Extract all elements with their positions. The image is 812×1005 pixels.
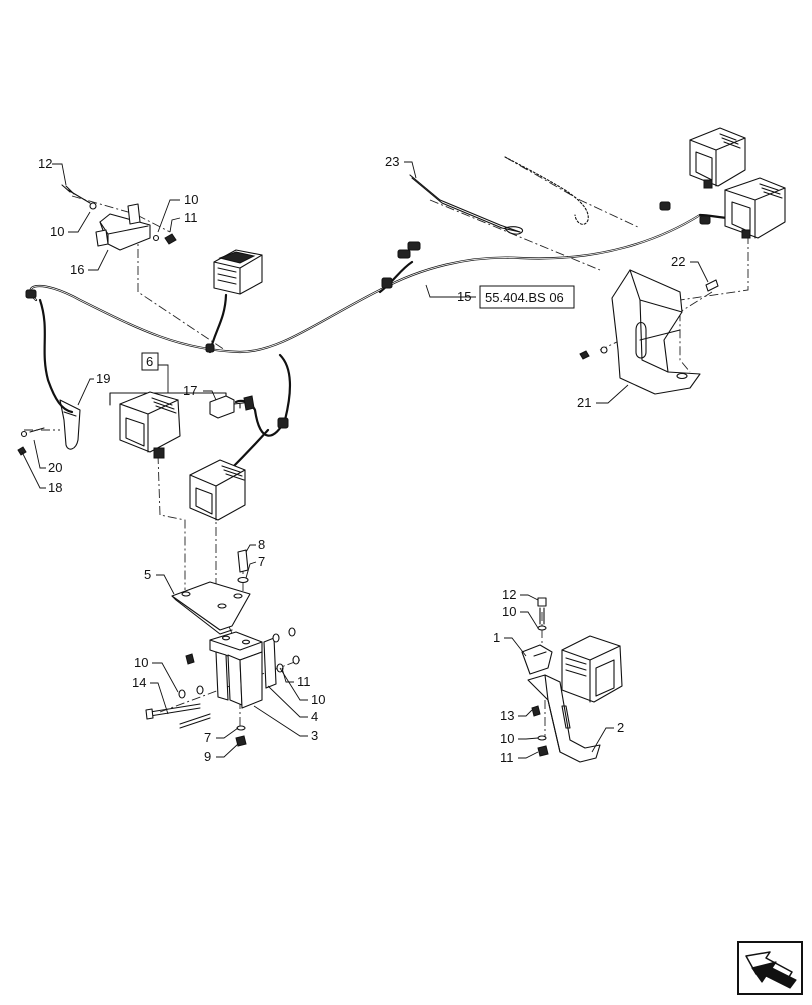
kit-box-6[interactable]: 6 (141, 352, 159, 371)
bracket-2 (521, 597, 601, 763)
harness-connector (25, 289, 37, 299)
callout-5: 5 (144, 567, 151, 582)
kit-6-light (109, 391, 255, 459)
callout-10: 10 (502, 604, 516, 619)
assembly-lines (24, 156, 749, 740)
work-light-center (189, 459, 246, 521)
bolt-14 (145, 685, 247, 747)
callout-14: 14 (132, 675, 146, 690)
callout-7: 7 (204, 730, 211, 745)
callout-13: 13 (500, 708, 514, 723)
bracket-3 (185, 627, 300, 709)
reference-label: 55.404.BS 06 (485, 290, 564, 305)
bracket-21 (579, 269, 719, 395)
callout-numbers: 12 10 10 11 16 23 22 15 21 19 17 20 18 8… (38, 154, 685, 765)
reference-box[interactable]: 55.404.BS 06 (479, 285, 575, 309)
plate-5 (171, 549, 251, 635)
callout-11: 11 (184, 210, 198, 225)
callout-10: 10 (50, 224, 64, 239)
work-light-top-1 (689, 127, 746, 189)
work-light-top-2 (724, 177, 786, 239)
callout-10: 10 (134, 655, 148, 670)
callout-20: 20 (48, 460, 62, 475)
callout-11: 11 (297, 674, 311, 689)
callout-12: 12 (502, 587, 516, 602)
relay-module (213, 249, 263, 295)
callout-10: 10 (500, 731, 514, 746)
callout-4: 4 (311, 709, 318, 724)
callout-19: 19 (96, 371, 110, 386)
wire-23 (409, 156, 589, 235)
harness-connector (699, 215, 711, 225)
callout-2: 2 (617, 720, 624, 735)
callout-1: 1 (493, 630, 500, 645)
callout-7: 7 (258, 554, 265, 569)
harness-connector (397, 249, 411, 259)
harness-connector (381, 277, 393, 289)
callout-leaders (21, 161, 709, 759)
callout-12: 12 (38, 156, 52, 171)
callout-22: 22 (671, 254, 685, 269)
callout-21: 21 (577, 395, 591, 410)
callout-15: 15 (457, 289, 471, 304)
harness-connector (277, 417, 289, 429)
callout-3: 3 (311, 728, 318, 743)
callout-8: 8 (258, 537, 265, 552)
harness-connector (659, 201, 671, 211)
page-navigation-arrow-icon[interactable] (737, 941, 803, 995)
harness-connector (205, 343, 215, 353)
kit-box-label: 6 (146, 354, 153, 369)
callout-9: 9 (204, 749, 211, 764)
callout-11: 11 (500, 750, 514, 765)
bracket-16 (61, 184, 177, 251)
callout-18: 18 (48, 480, 62, 495)
wire-harness (25, 201, 732, 472)
callout-16: 16 (70, 262, 84, 277)
callout-10: 10 (311, 692, 325, 707)
harness-connector (407, 241, 421, 251)
left-clamp (17, 399, 81, 456)
callout-17: 17 (183, 383, 197, 398)
callout-10: 10 (184, 192, 198, 207)
callout-23: 23 (385, 154, 399, 169)
work-light-right (561, 635, 623, 703)
